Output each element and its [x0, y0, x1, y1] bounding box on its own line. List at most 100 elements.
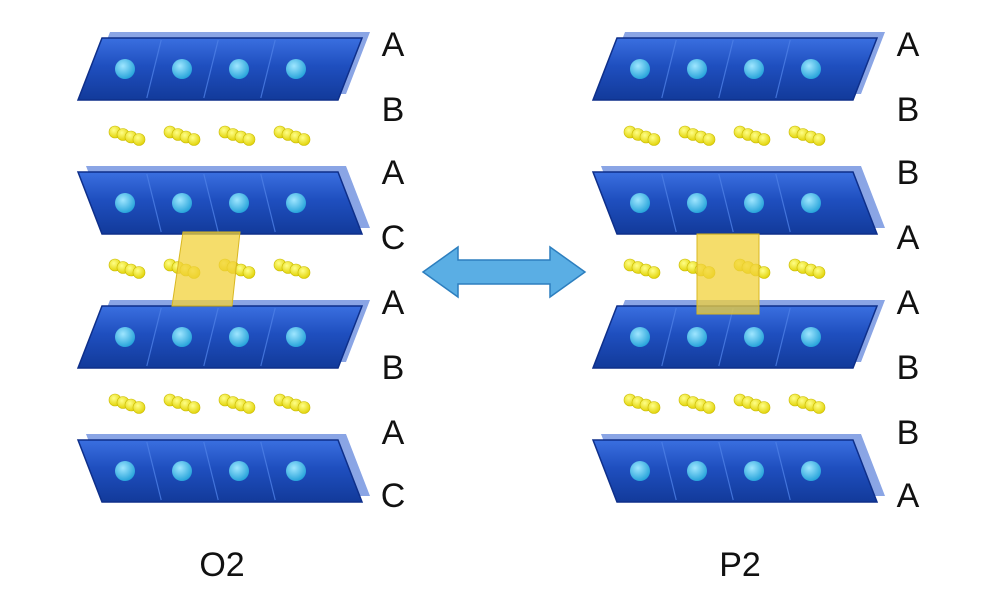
- p2-stacking-letter: A: [896, 219, 920, 257]
- octahedron-edge: [718, 307, 734, 367]
- octahedron-edge: [260, 173, 276, 233]
- octahedron-edge: [661, 441, 677, 501]
- o2-stacking-letter: A: [381, 284, 405, 322]
- metal-atom: [744, 59, 764, 79]
- alkali-ion: [132, 133, 146, 146]
- octahedron-edge: [775, 39, 791, 99]
- layer-slab: [591, 305, 879, 369]
- metal-atom: [744, 327, 764, 347]
- octahedron-edge: [775, 173, 791, 233]
- o2-stacking-letter: A: [381, 26, 405, 64]
- octahedron-edge: [718, 173, 734, 233]
- alkali-ion: [647, 401, 661, 414]
- layer-slab: [76, 37, 364, 101]
- metal-atom: [172, 193, 192, 213]
- o2-stacking-letter: A: [381, 154, 405, 192]
- metal-atom: [229, 461, 249, 481]
- metal-atom: [744, 193, 764, 213]
- octahedron-edge: [260, 39, 276, 99]
- alkali-ion: [702, 133, 716, 146]
- layer-slab: [76, 171, 364, 235]
- p2-panel: [591, 32, 885, 503]
- octahedron-edge: [203, 39, 219, 99]
- alkali-ion: [132, 401, 146, 414]
- transition-metal-layer: [591, 434, 885, 503]
- metal-atom: [172, 461, 192, 481]
- octahedron-edge: [146, 173, 162, 233]
- octahedron-edge: [661, 39, 677, 99]
- alkali-ion: [812, 401, 826, 414]
- alkali-ion: [647, 266, 661, 279]
- layer-slab: [591, 37, 879, 101]
- alkali-ion: [812, 133, 826, 146]
- alkali-ion-row: [108, 125, 311, 146]
- layer-slab: [591, 439, 879, 503]
- o2-caption: O2: [199, 546, 245, 584]
- o2-panel: [76, 32, 370, 503]
- transition-metal-layer: [591, 166, 885, 235]
- double-arrow: [421, 245, 587, 299]
- o2-stacking-letter: B: [381, 349, 405, 387]
- metal-atom: [630, 461, 650, 481]
- metal-atom: [172, 327, 192, 347]
- octahedron-edge: [146, 441, 162, 501]
- metal-atom: [229, 193, 249, 213]
- alkali-ion: [297, 401, 311, 414]
- octahedron-edge: [718, 39, 734, 99]
- metal-atom: [630, 327, 650, 347]
- o2-stacking-letter: C: [380, 219, 406, 257]
- metal-atom: [286, 193, 306, 213]
- p2-stacking-letter: B: [896, 91, 920, 129]
- octahedron-edge: [146, 39, 162, 99]
- p2-stacking-letter: B: [896, 349, 920, 387]
- octahedron-edge: [718, 441, 734, 501]
- alkali-ion: [242, 133, 256, 146]
- metal-atom: [630, 59, 650, 79]
- metal-atom: [115, 59, 135, 79]
- metal-atom: [801, 327, 821, 347]
- metal-atom: [630, 193, 650, 213]
- metal-atom: [687, 193, 707, 213]
- layer-slab: [591, 171, 879, 235]
- octahedron-edge: [775, 307, 791, 367]
- alkali-ion: [187, 401, 201, 414]
- alkali-ion: [187, 133, 201, 146]
- octahedron-edge: [203, 441, 219, 501]
- metal-atom: [687, 59, 707, 79]
- transition-metal-layer: [76, 434, 370, 503]
- octahedron-edge: [661, 307, 677, 367]
- metal-atom: [115, 193, 135, 213]
- metal-atom: [286, 461, 306, 481]
- alkali-ion: [297, 133, 311, 146]
- alkali-ion: [757, 133, 771, 146]
- alkali-ion: [812, 266, 826, 279]
- transition-metal-layer: [591, 32, 885, 101]
- octahedron-edge: [775, 441, 791, 501]
- alkali-ion: [702, 401, 716, 414]
- p2-stacking-letter: B: [896, 154, 920, 192]
- metal-atom: [115, 461, 135, 481]
- metal-atom: [286, 59, 306, 79]
- metal-atom: [801, 193, 821, 213]
- layer-slab: [76, 305, 364, 369]
- o2-stacking-letter: B: [381, 91, 405, 129]
- alkali-ion: [647, 133, 661, 146]
- metal-atom: [229, 59, 249, 79]
- metal-atom: [286, 327, 306, 347]
- p2-caption: P2: [719, 546, 761, 584]
- metal-atom: [744, 461, 764, 481]
- prismatic-site-highlight: [696, 233, 760, 315]
- p2-stacking-letter: B: [896, 414, 920, 452]
- alkali-ion: [132, 266, 146, 279]
- alkali-ion: [242, 266, 256, 279]
- o2-stacking-letter: C: [380, 477, 406, 515]
- alkali-ion-row: [623, 393, 826, 414]
- octahedron-edge: [661, 173, 677, 233]
- transition-metal-layer: [76, 32, 370, 101]
- metal-atom: [115, 327, 135, 347]
- alkali-ion-row: [623, 125, 826, 146]
- octahedron-edge: [203, 307, 219, 367]
- metal-atom: [801, 59, 821, 79]
- metal-atom: [687, 461, 707, 481]
